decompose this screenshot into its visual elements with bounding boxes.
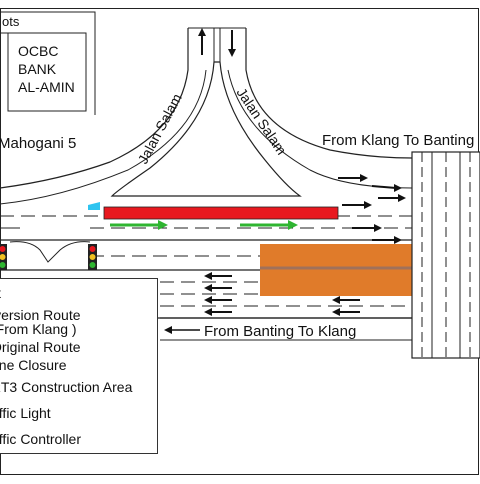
arrow-down-icon (228, 30, 236, 57)
arrow-left-icon (164, 326, 200, 334)
arrow-right-icon (372, 236, 402, 244)
traffic-island (110, 61, 302, 197)
traffic-light-icon (0, 244, 7, 270)
construction-area (260, 244, 412, 296)
legend-item-lane-closure: ane Closure (0, 357, 67, 373)
arrow-right-icon (378, 194, 406, 202)
arrow-right-icon (240, 220, 298, 230)
arrow-left-icon (204, 308, 232, 316)
traffic-controller-marker (88, 202, 100, 210)
legend-item-traffic-light: affic Light (0, 405, 51, 421)
arrow-up-icon (198, 28, 206, 55)
arrow-right-icon (342, 201, 372, 209)
legend-item-diversion-sub: (From Klang ) (0, 321, 77, 337)
arrow-left-icon (204, 272, 232, 280)
legend-item-construction: RT3 Construction Area (0, 379, 133, 395)
legend-title: t (0, 285, 1, 301)
arrow-left-icon (332, 308, 360, 316)
legend-panel: t iversion Route (From Klang ) Original … (0, 278, 158, 454)
legend-item-diversion: iversion Route (0, 307, 81, 323)
road-edge-right-outer (245, 28, 413, 159)
arrow-right-icon (352, 224, 382, 232)
road-label-left: Jalan Salam (135, 91, 185, 167)
arrow-left-icon (204, 284, 232, 292)
bank-label-line-3: AL-AMIN (18, 79, 75, 95)
legend-item-traffic-controller: affic Controller (0, 431, 82, 447)
arrow-left-icon (204, 296, 232, 304)
arrow-right-icon (338, 174, 368, 182)
arrow-right-icon (110, 220, 168, 230)
street-mahogani-label: Mahogani 5 (0, 135, 76, 152)
road-label-right: Jalan Salam (234, 85, 290, 158)
bank-label-line-1: OCBC (18, 43, 58, 59)
from-klang-label: From Klang To Banting (322, 132, 474, 149)
from-banting-label: From Banting To Klang (204, 323, 356, 340)
bank-lot (7, 32, 87, 112)
traffic-light-icon (88, 244, 97, 270)
lot-label: ots (2, 14, 20, 29)
bank-label-line-2: BANK (18, 61, 57, 77)
arrow-right-icon (371, 184, 402, 192)
road-edge-left-outer (0, 28, 189, 189)
arrow-left-icon (332, 296, 360, 304)
legend-item-original: Original Route (0, 339, 81, 355)
lane-closure (103, 206, 339, 220)
lot-boundary (0, 11, 96, 115)
